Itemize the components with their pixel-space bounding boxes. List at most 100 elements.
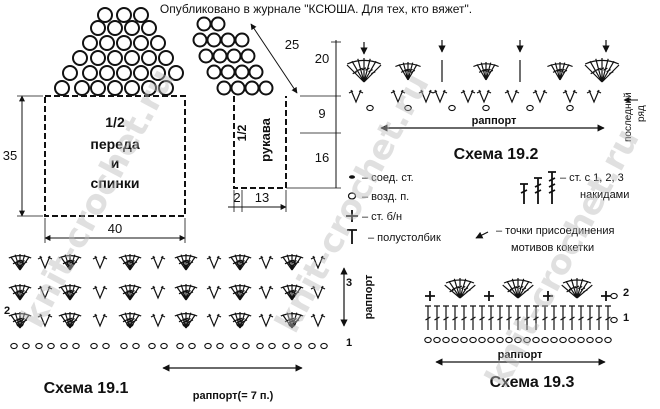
stitch-fan-arc bbox=[473, 63, 499, 68]
chain-stitch-icon bbox=[216, 342, 224, 350]
scheme-19-1-row-1: 1 bbox=[346, 337, 352, 349]
chain-stitch-icon bbox=[282, 342, 290, 350]
sleeve-motif-circle bbox=[244, 80, 260, 96]
stitch-vee-icon bbox=[206, 255, 222, 270]
stitch-vee-icon bbox=[562, 89, 578, 104]
legend-single-crochet: – ст. б/н bbox=[362, 211, 402, 223]
stitch-fan-arc bbox=[174, 313, 198, 317]
chain-stitch-icon bbox=[288, 290, 296, 298]
scheme-19-1-side-repeat-label: раппорт bbox=[363, 274, 375, 319]
stitch-fan-arc bbox=[395, 63, 421, 68]
watermark-right: knit-crochet.ru bbox=[478, 122, 648, 394]
stitch-fan-icon bbox=[60, 312, 80, 329]
chain-stitch-icon bbox=[505, 336, 513, 344]
scheme-19-1: раппорт 3 1 2 раппорт(= 7 п.) Схема 19.1 bbox=[4, 254, 375, 402]
yoke-motif-circle bbox=[54, 80, 70, 96]
treble-crochet-icon bbox=[534, 177, 542, 204]
legend-chain: – возд. п. bbox=[362, 191, 409, 203]
chain-stitch-icon bbox=[487, 336, 495, 344]
scheme-19-2-repeat-label: раппорт bbox=[472, 115, 517, 127]
chain-stitch-icon bbox=[595, 336, 603, 344]
stitch-fan-arc bbox=[228, 255, 252, 259]
stitch-fan-arc bbox=[346, 59, 382, 65]
chain-stitch-icon bbox=[188, 342, 196, 350]
scheme-19-2-title: Схема 19.2 bbox=[454, 146, 539, 163]
sleeve-motif-circle bbox=[192, 32, 208, 48]
legend-slip-stitch: – соед. ст. bbox=[362, 172, 414, 184]
double-crochet-mark bbox=[542, 305, 548, 330]
stitch-fan-icon bbox=[550, 62, 570, 81]
double-crochet-mark bbox=[506, 305, 512, 330]
double-crochet-mark bbox=[578, 305, 584, 330]
chain-stitch-icon bbox=[10, 342, 18, 350]
stitch-vee-icon bbox=[92, 255, 108, 270]
stitch-vee-icon bbox=[37, 285, 53, 300]
stitch-vee-icon bbox=[150, 255, 166, 270]
stitch-fan-arc bbox=[118, 285, 142, 289]
stitch-fan-icon bbox=[10, 312, 30, 329]
chain-stitch-icon bbox=[448, 104, 456, 112]
body-label-line-3: и bbox=[111, 155, 120, 171]
stitch-fan-arc bbox=[58, 313, 82, 317]
double-crochet-mark bbox=[596, 305, 602, 330]
scheme-19-2: раппорт Схема 19.2 последний ряд bbox=[346, 40, 647, 163]
chain-stitch-icon bbox=[148, 342, 156, 350]
chain-stitch-icon bbox=[72, 342, 80, 350]
slip-stitch-icon bbox=[349, 175, 355, 179]
legend-multi-crochet-line-1: – ст. с 1, 2, 3 bbox=[560, 172, 624, 184]
stitch-vee-icon bbox=[37, 313, 53, 328]
yoke-motif-circle bbox=[62, 65, 78, 81]
body-label-line-2: переда bbox=[90, 136, 139, 152]
stitch-vee-icon bbox=[460, 89, 476, 104]
yoke-motif-circle bbox=[133, 35, 149, 51]
sleeve-motif-circle bbox=[212, 48, 228, 64]
sleeve-motif-circle bbox=[216, 80, 232, 96]
sleeve-outline bbox=[233, 96, 287, 189]
chain-stitch-icon bbox=[236, 320, 244, 328]
scheme-19-3-row-2: 2 bbox=[623, 287, 629, 299]
yoke-motif-circle bbox=[150, 35, 166, 51]
chain-stitch-icon bbox=[288, 259, 296, 267]
chain-stitch-icon bbox=[424, 336, 432, 344]
half-double-icon bbox=[347, 229, 357, 244]
stitch-vee-icon bbox=[310, 313, 326, 328]
stitch-vee-icon bbox=[476, 89, 492, 104]
double-crochet-mark bbox=[434, 305, 440, 330]
stitch-vee-icon bbox=[418, 89, 434, 104]
yoke-motif-circle bbox=[158, 50, 174, 66]
stitch-fan-arc bbox=[228, 313, 252, 317]
join-point-arrow-icon bbox=[475, 231, 489, 239]
sleeve-motif-circle bbox=[234, 64, 250, 80]
chain-stitch-icon bbox=[541, 336, 549, 344]
chain-stitch-icon bbox=[242, 342, 250, 350]
stitch-fan-icon bbox=[120, 312, 140, 329]
stitch-fan-icon bbox=[476, 62, 496, 81]
sleeve-motif-circle bbox=[240, 48, 256, 64]
yoke-motif-circle bbox=[133, 7, 149, 23]
chain-stitch-icon bbox=[176, 342, 184, 350]
stitch-vee-icon bbox=[206, 313, 222, 328]
stitch-fan-arc bbox=[174, 285, 198, 289]
stitch-fan-arc bbox=[228, 285, 252, 289]
yoke-motif-circle bbox=[116, 35, 132, 51]
stitch-fan-icon bbox=[561, 278, 593, 299]
symbol-legend: – соед. ст. – возд. п. – ст. б/н – полус… bbox=[346, 171, 629, 254]
yoke-motif-circle bbox=[90, 50, 106, 66]
yoke-motif-circle bbox=[141, 20, 157, 36]
yoke-motif-circle bbox=[107, 20, 123, 36]
body-height-value: 35 bbox=[3, 148, 17, 163]
single-crochet-mark bbox=[543, 291, 553, 301]
sleeve-motif-circle bbox=[230, 80, 246, 96]
yoke-motif-circle bbox=[124, 20, 140, 36]
sleeve-base-value: 13 bbox=[255, 190, 269, 205]
stitch-fan-icon bbox=[444, 278, 476, 299]
chain-stitch-icon bbox=[526, 104, 534, 112]
stitch-fan-arc bbox=[280, 285, 304, 289]
chain-stitch-icon bbox=[320, 342, 328, 350]
stitch-fan-arc bbox=[280, 313, 304, 317]
chain-stitch-icon bbox=[236, 290, 244, 298]
legend-half-double: – полустолбик bbox=[368, 232, 441, 244]
yoke-motif-circle bbox=[107, 50, 123, 66]
stitch-fan-icon bbox=[398, 62, 418, 81]
